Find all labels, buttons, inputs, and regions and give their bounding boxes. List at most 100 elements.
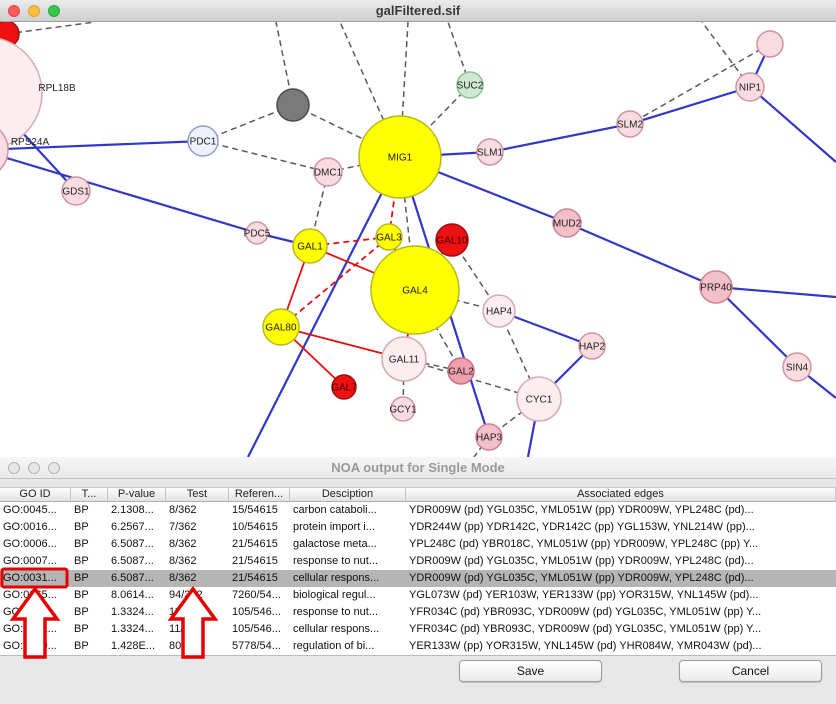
network-node-slm1[interactable] (476, 138, 504, 166)
network-node-grayNode[interactable] (276, 88, 310, 122)
network-edge[interactable] (280, 236, 390, 328)
cell-pvalue: 2.1308... (111, 504, 154, 516)
minimize-button[interactable] (28, 461, 40, 474)
node-label-prp40: PRP40 (700, 283, 732, 294)
network-node-nip1[interactable] (735, 72, 765, 102)
cell-reference: 15/54615 (232, 504, 278, 516)
network-edge[interactable] (629, 43, 771, 125)
network-edge[interactable] (715, 285, 836, 299)
network-node-slm2[interactable] (616, 110, 644, 138)
column-header-description[interactable]: Desciption (290, 488, 406, 501)
network-node-gal4[interactable] (370, 245, 460, 335)
network-node-dmc1[interactable] (313, 157, 343, 187)
network-node-gcy1[interactable] (390, 396, 416, 422)
cell-pvalue: 6.5087... (111, 572, 154, 584)
network-edge[interactable] (749, 86, 836, 163)
node-label-gal3: GAL3 (376, 233, 402, 244)
network-edge[interactable] (247, 156, 401, 457)
network-node-gds1[interactable] (61, 176, 91, 206)
cell-type: BP (74, 521, 89, 533)
cell-type: BP (74, 538, 89, 550)
network-node-hap2[interactable] (578, 332, 606, 360)
network-svg[interactable]: RPL18BRPS24AGDS1PDC1DMC1MIG1SUC2SLM1SLM2… (0, 22, 836, 457)
cell-goid: GO:0050... (3, 640, 57, 652)
node-label-mud2: MUD2 (553, 219, 582, 230)
zoom-button[interactable] (48, 461, 60, 474)
column-header-goid[interactable]: GO ID (0, 488, 71, 501)
network-node-gal11[interactable] (381, 336, 427, 382)
network-edge[interactable] (5, 22, 96, 35)
node-label-rps24a: RPS24A (11, 137, 50, 148)
cell-reference: 105/546... (232, 623, 281, 635)
cell-type: BP (74, 589, 89, 601)
close-button[interactable] (8, 4, 20, 17)
node-label-slm2: SLM2 (617, 120, 644, 131)
cancel-button[interactable]: Cancel (679, 660, 822, 682)
cell-description: regulation of bi... (293, 640, 375, 652)
column-header-reference[interactable]: Referen... (229, 488, 290, 501)
cell-reference: 7260/54... (232, 589, 281, 601)
network-edge[interactable] (0, 150, 258, 235)
column-header-type[interactable]: T... (71, 488, 108, 501)
network-node-sin4[interactable] (782, 352, 812, 382)
network-node-gal80[interactable] (262, 308, 300, 346)
network-edge[interactable] (202, 140, 329, 173)
cell-edges: YDR009W (pd) YGL035C, YML051W (pp) YDR00… (409, 504, 754, 516)
network-node-gal7[interactable] (331, 374, 357, 400)
network-node-pdc1[interactable] (187, 125, 219, 157)
column-header-edges[interactable]: Associated edges (406, 488, 836, 501)
network-edge[interactable] (715, 286, 798, 368)
network-edge[interactable] (629, 85, 751, 126)
network-node-pdc5[interactable] (245, 221, 269, 245)
cell-edges: YDR009W (pd) YGL035C, YML051W (pp) YDR00… (409, 555, 754, 567)
close-button[interactable] (8, 461, 20, 474)
column-header-pvalue[interactable]: P-value (108, 488, 166, 501)
node-label-gal7: GAL7 (331, 383, 357, 394)
cell-pvalue: 1.3324... (111, 606, 154, 618)
noa-window-titlebar: NOA output for Single Mode (0, 457, 836, 479)
network-node-rpl18b[interactable] (0, 37, 43, 149)
network-node-gal10[interactable] (435, 223, 469, 257)
network-node-topRight[interactable] (756, 30, 784, 58)
network-edge[interactable] (489, 122, 631, 154)
cell-type: BP (74, 640, 89, 652)
save-button[interactable]: Save (459, 660, 602, 682)
cell-edges: YGL073W (pd) YER103W, YER133W (pp) YOR31… (409, 589, 759, 601)
zoom-button[interactable] (48, 4, 60, 17)
network-node-prp40[interactable] (699, 270, 733, 304)
network-node-hap3[interactable] (475, 423, 503, 451)
network-node-rps24a[interactable] (0, 122, 9, 178)
network-node-hap4[interactable] (482, 294, 516, 328)
cell-type: BP (74, 504, 89, 516)
network-node-mud2[interactable] (552, 208, 582, 238)
network-node-cyc1[interactable] (516, 376, 562, 422)
column-header-test[interactable]: Test (166, 488, 229, 501)
cell-description: response to nut... (293, 606, 378, 618)
network-window-titlebar: galFiltered.sif (0, 0, 836, 22)
cell-goid: GO:0009... (3, 606, 57, 618)
cell-edges: YDR009W (pd) YGL035C, YML051W (pp) YDR00… (409, 572, 754, 584)
network-node-mig1[interactable] (358, 115, 442, 199)
network-node-gal3[interactable] (375, 223, 403, 251)
cell-pvalue: 1.3324... (111, 623, 154, 635)
cell-description: cellular respons... (293, 572, 380, 584)
network-edge[interactable] (566, 221, 717, 289)
network-node-gal2[interactable] (447, 357, 475, 385)
network-edge[interactable] (0, 139, 204, 151)
cell-edges: YER133W (pp) YOR315W, YNL145W (pd) YHR08… (409, 640, 762, 652)
network-node-suc2[interactable] (456, 71, 484, 99)
minimize-button[interactable] (28, 4, 40, 17)
network-node-gal1[interactable] (292, 228, 328, 264)
